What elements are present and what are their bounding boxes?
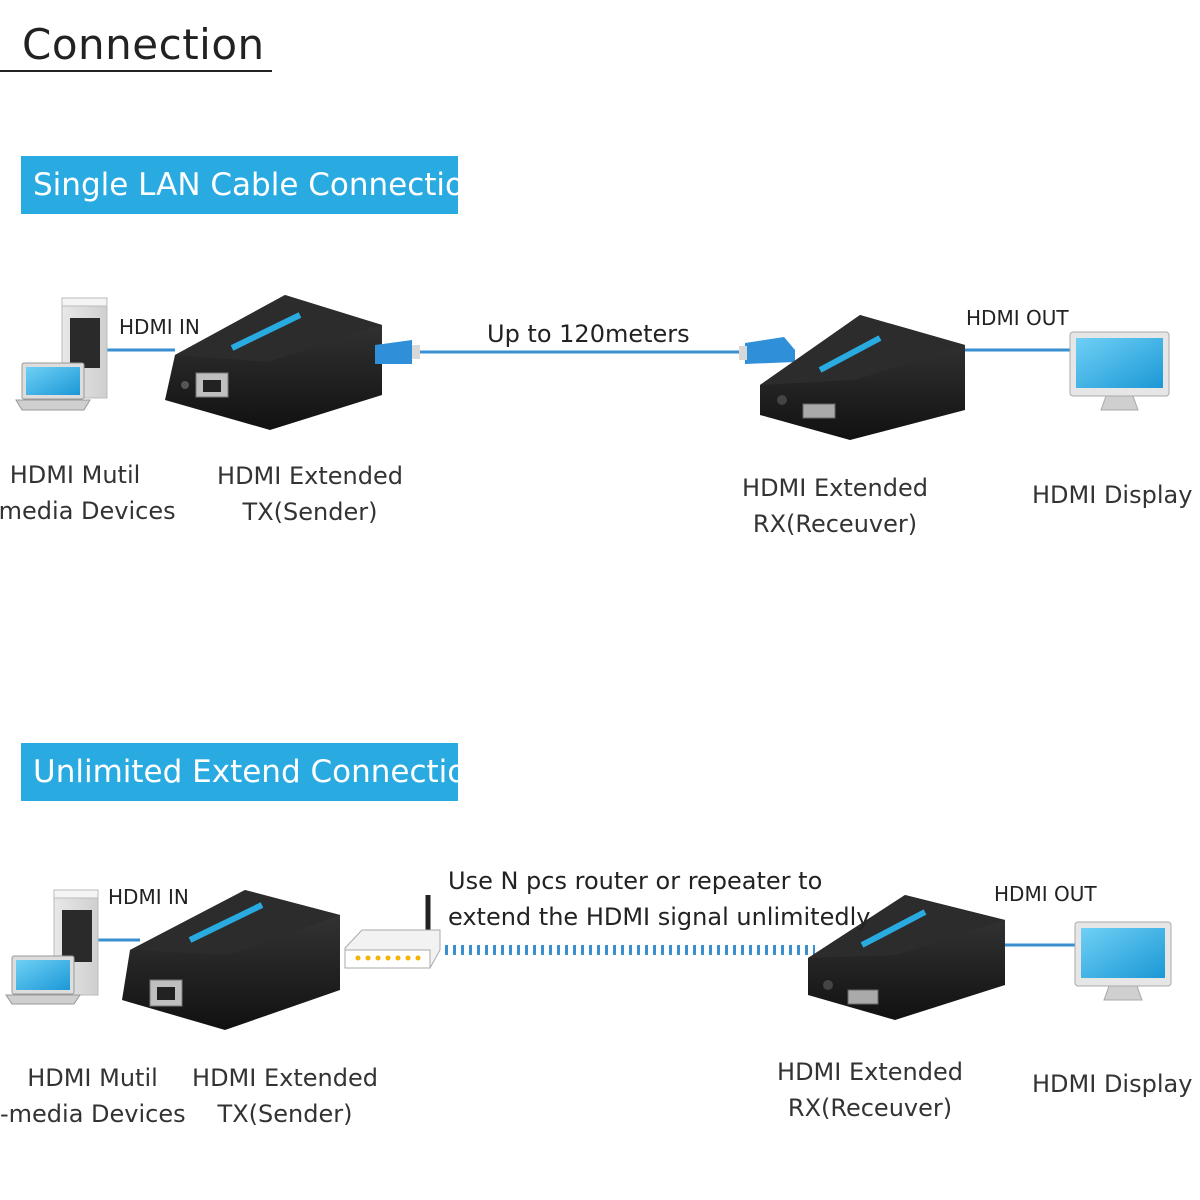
source-devices-label: HDMI Mutil -media Devices [0, 457, 176, 529]
single-lan-banner: Single LAN Cable Connection [21, 156, 484, 214]
cable-length-label: Up to 120meters [487, 320, 690, 348]
rx-label: HDMI Extended RX(Receuver) [735, 470, 935, 542]
rx-extender-icon [808, 895, 1005, 1020]
monitor-icon [1069, 331, 1170, 411]
tx-extender-icon [122, 890, 340, 1030]
router-note-label: Use N pcs router or repeater to extend t… [448, 863, 870, 935]
pc-tower-icon [61, 297, 108, 399]
router-note-line1: Use N pcs router or repeater to [448, 867, 823, 895]
hdmi-in-label: HDMI IN [108, 885, 189, 909]
unlimited-extend-banner: Unlimited Extend Connection [21, 743, 486, 801]
rx-extender-icon [760, 315, 965, 440]
tx-label-line1: HDMI Extended [217, 462, 403, 490]
tx-label-line2: TX(Sender) [217, 1100, 353, 1128]
rx-label-line2: RX(Receuver) [787, 1094, 953, 1122]
hdmi-out-label: HDMI OUT [966, 306, 1069, 330]
display-label: HDMI Display [1032, 1070, 1193, 1098]
source-label-line1: HDMI Mutil [9, 461, 141, 489]
rj45-plug-icon [739, 337, 795, 364]
hdmi-in-label: HDMI IN [119, 315, 200, 339]
router-note-line2: extend the HDMI signal unlimitedly [448, 903, 871, 931]
rx-label-line2: RX(Receuver) [752, 510, 918, 538]
rx-label: HDMI Extended RX(Receuver) [770, 1054, 970, 1126]
tx-label-line2: TX(Sender) [242, 498, 378, 526]
tx-label-line1: HDMI Extended [192, 1064, 378, 1092]
rx-label-line1: HDMI Extended [777, 1058, 963, 1086]
source-devices-label: HDMI Mutil -media Devices [0, 1060, 186, 1132]
rj45-plug-icon [375, 340, 420, 364]
display-label: HDMI Display [1032, 481, 1193, 509]
laptop-icon [5, 955, 81, 1005]
source-label-line2: -media Devices [0, 497, 176, 525]
title-underline [0, 70, 272, 72]
monitor-icon [1074, 921, 1172, 1001]
source-label-line2: -media Devices [0, 1100, 186, 1128]
page-title: Connection [22, 20, 265, 69]
tx-label: HDMI Extended TX(Sender) [185, 1060, 385, 1132]
hdmi-out-label: HDMI OUT [994, 882, 1097, 906]
rx-label-line1: HDMI Extended [742, 474, 928, 502]
router-icon [344, 895, 441, 969]
tx-extender-icon [165, 295, 382, 430]
source-label-line1: HDMI Mutil [27, 1064, 158, 1092]
laptop-icon [15, 362, 91, 411]
tx-label: HDMI Extended TX(Sender) [210, 458, 410, 530]
